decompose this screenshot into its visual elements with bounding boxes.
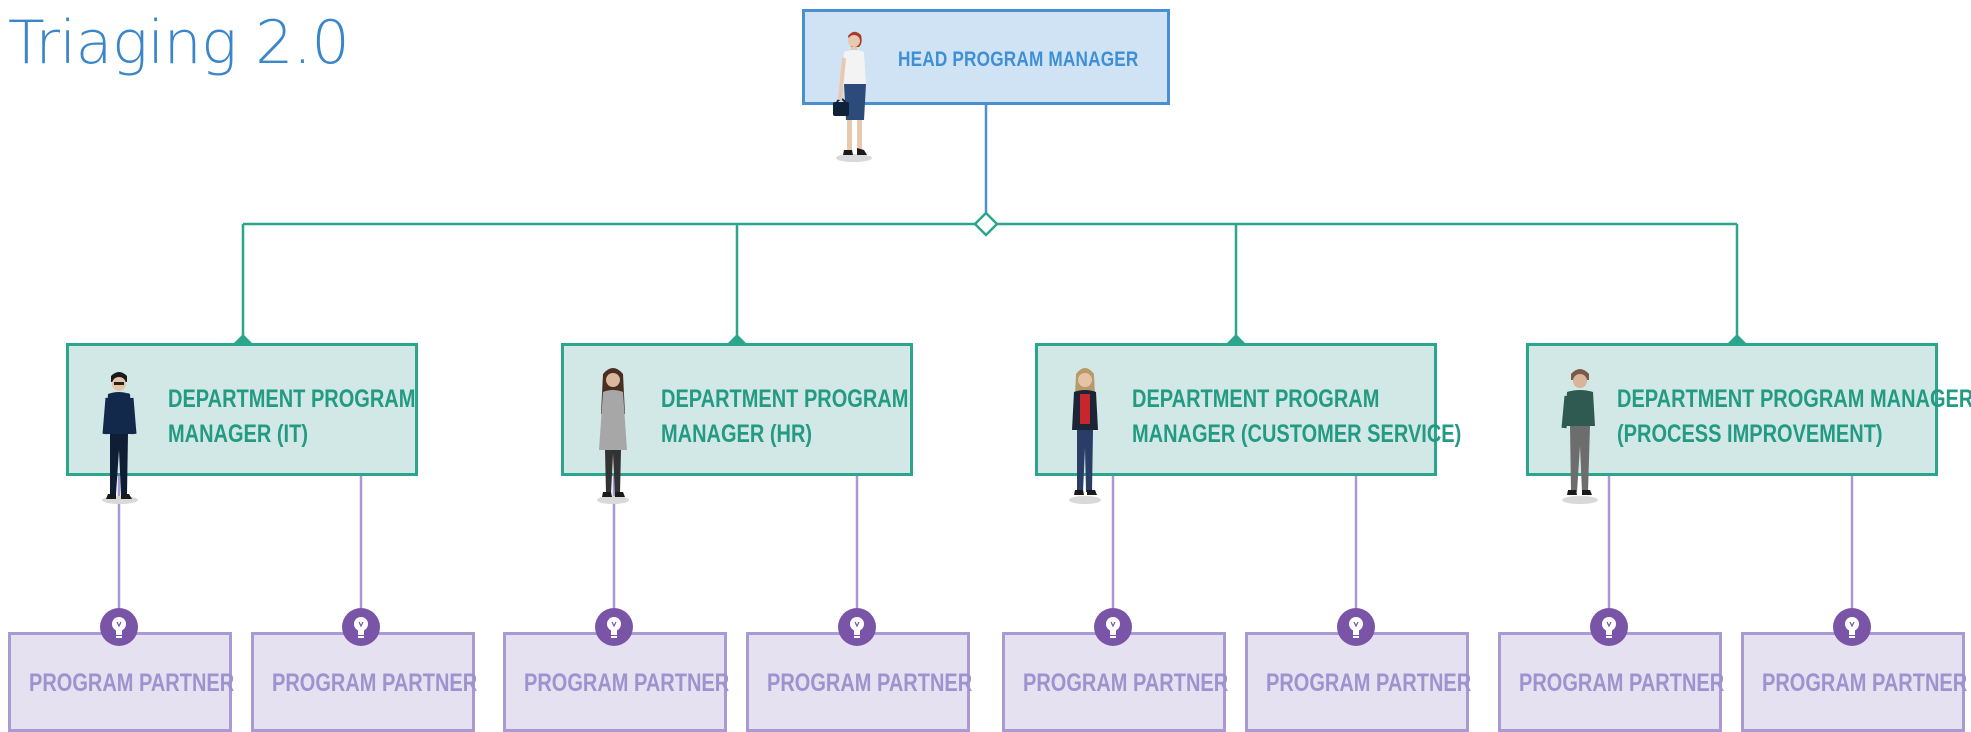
dept-label-line1: DEPARTMENT PROGRAM MANAGER: [1617, 385, 1971, 413]
dept-label: DEPARTMENT PROGRAM MANAGER (HR): [661, 382, 908, 452]
partner-label: PROGRAM PARTNER: [29, 669, 235, 697]
partner-box[interactable]: PROGRAM PARTNER: [8, 632, 235, 732]
partner-label: PROGRAM PARTNER: [767, 669, 973, 697]
dept-label-line2: MANAGER (HR): [661, 420, 813, 448]
dept-label: DEPARTMENT PROGRAM MANAGER (PROCESS IMPR…: [1617, 382, 1971, 452]
dept-box-process-improvement[interactable]: DEPARTMENT PROGRAM MANAGER (PROCESS IMPR…: [1526, 343, 1971, 476]
dept-label-line2: (PROCESS IMPROVEMENT): [1617, 420, 1883, 448]
page-title: Triaging 2.0: [8, 8, 350, 78]
lightbulb-icon: [1337, 608, 1375, 646]
lightbulb-icon: [1833, 608, 1871, 646]
partner-box[interactable]: PROGRAM PARTNER: [503, 632, 730, 732]
lightbulb-icon: [595, 608, 633, 646]
partner-box[interactable]: PROGRAM PARTNER: [1741, 632, 1968, 732]
lightbulb-icon: [838, 608, 876, 646]
head-label: HEAD PROGRAM MANAGER: [898, 48, 1139, 71]
partner-box[interactable]: PROGRAM PARTNER: [1245, 632, 1472, 732]
partner-label: PROGRAM PARTNER: [272, 669, 478, 697]
man-figure-icon: [1561, 369, 1598, 504]
lightbulb-icon: [1590, 608, 1628, 646]
dept-label-line2: MANAGER (CUSTOMER SERVICE): [1132, 420, 1462, 448]
lightbulb-icon: [100, 608, 138, 646]
partner-label: PROGRAM PARTNER: [1762, 669, 1968, 697]
woman-figure-icon: [833, 31, 872, 162]
partner-box[interactable]: PROGRAM PARTNER: [746, 632, 973, 732]
man-figure-icon: [102, 372, 138, 504]
junction-diamond: [973, 211, 999, 237]
dept-box-customer-service[interactable]: DEPARTMENT PROGRAM MANAGER (CUSTOMER SER…: [1035, 343, 1461, 476]
dept-label-line2: MANAGER (IT): [168, 420, 308, 448]
partner-box[interactable]: PROGRAM PARTNER: [1002, 632, 1229, 732]
dept-label-line1: DEPARTMENT PROGRAM: [168, 385, 416, 413]
partner-box[interactable]: PROGRAM PARTNER: [1498, 632, 1725, 732]
dept-label-line1: DEPARTMENT PROGRAM: [661, 385, 909, 413]
partner-label: PROGRAM PARTNER: [1266, 669, 1472, 697]
partner-label: PROGRAM PARTNER: [524, 669, 730, 697]
dept-label-line1: DEPARTMENT PROGRAM: [1132, 385, 1380, 413]
woman-figure-icon: [597, 368, 629, 504]
partner-label: PROGRAM PARTNER: [1023, 669, 1229, 697]
woman-figure-icon: [1069, 368, 1101, 504]
dept-label: DEPARTMENT PROGRAM MANAGER (IT): [168, 382, 415, 452]
lightbulb-icon: [342, 608, 380, 646]
dept-label: DEPARTMENT PROGRAM MANAGER (CUSTOMER SER…: [1132, 382, 1461, 452]
partner-box[interactable]: PROGRAM PARTNER: [251, 632, 478, 732]
lightbulb-icon: [1094, 608, 1132, 646]
partner-label: PROGRAM PARTNER: [1519, 669, 1725, 697]
